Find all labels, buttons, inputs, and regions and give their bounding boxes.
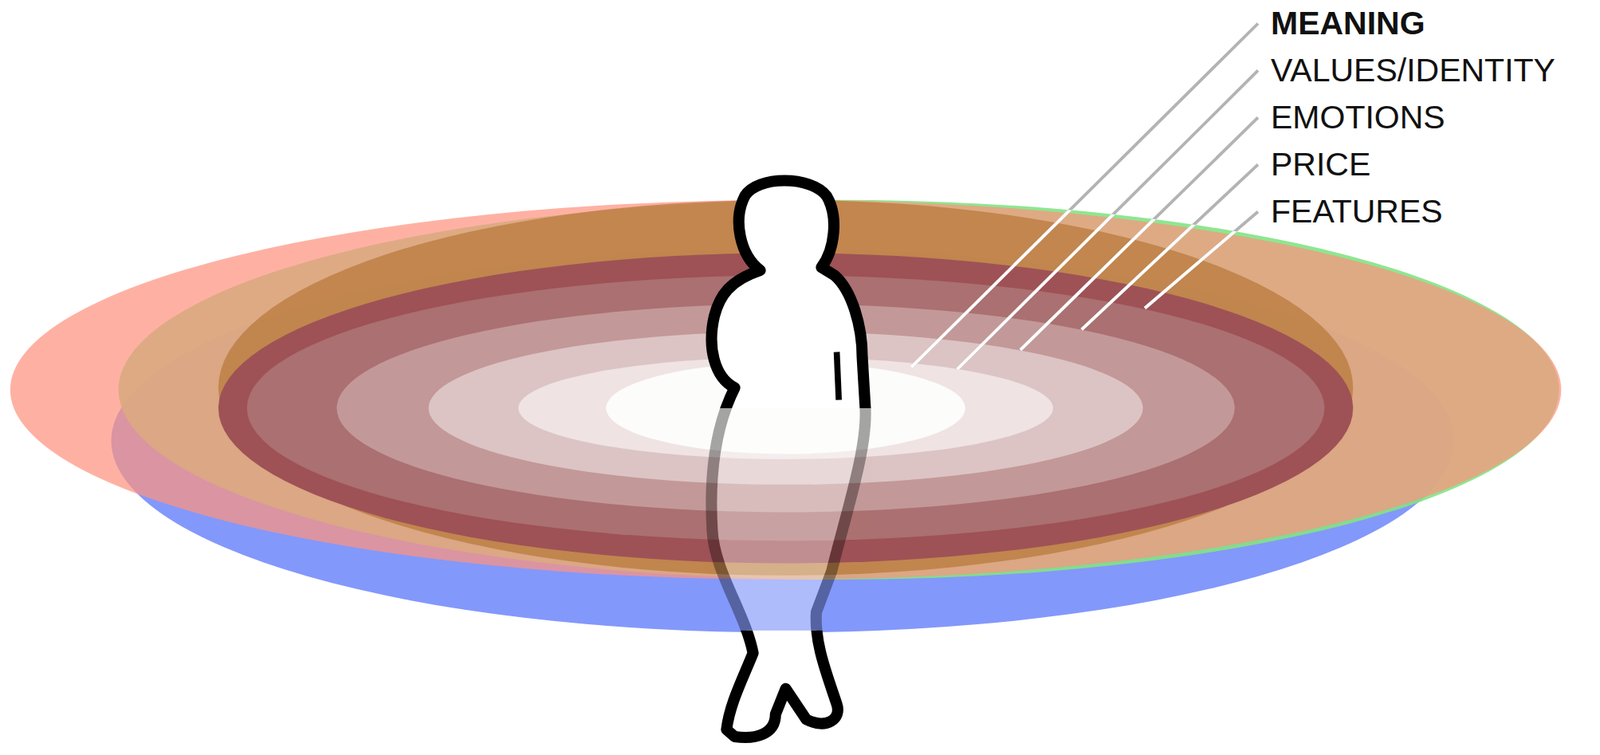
leader-lines — [911, 23, 1258, 370]
ring-label: PRICE — [1270, 141, 1371, 189]
leader-line — [1020, 117, 1258, 350]
leader-line — [1081, 164, 1258, 330]
ring-label: EMOTIONS — [1270, 94, 1446, 142]
leader-line — [1020, 117, 1258, 350]
ring-label: VALUES/IDENTITY — [1270, 47, 1556, 95]
leader-line — [1144, 211, 1258, 308]
leader-line — [911, 23, 1258, 367]
leader-line — [911, 23, 1258, 367]
ring-label: MEANING — [1270, 0, 1426, 48]
person-figure — [711, 180, 865, 738]
ring-label: FEATURES — [1270, 188, 1443, 236]
leader-line — [957, 70, 1258, 370]
leader-line — [1144, 211, 1258, 308]
leader-line — [1081, 164, 1258, 330]
leader-line — [957, 70, 1258, 370]
